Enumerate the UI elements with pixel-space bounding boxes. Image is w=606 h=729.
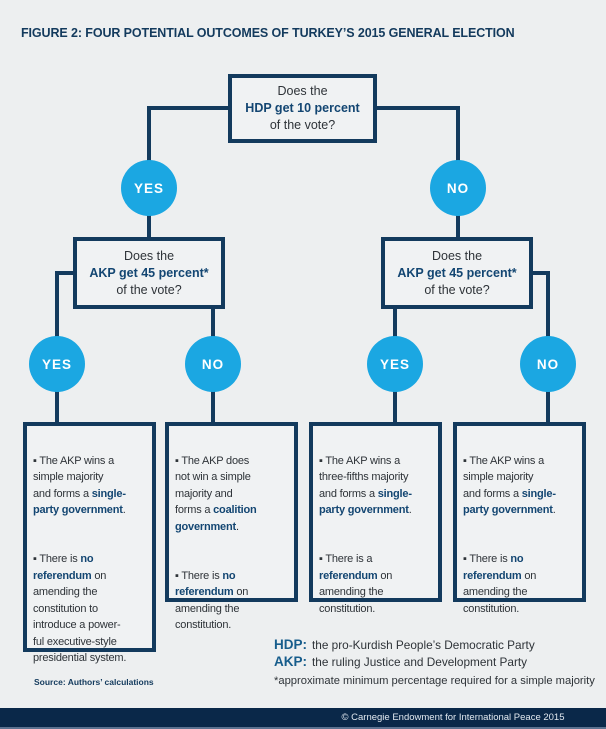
- question-line: of the vote?: [269, 118, 336, 132]
- connector-outcome-4: [546, 389, 550, 425]
- outcome-box-2: ▪ The AKP does not win a simple majority…: [165, 422, 298, 631]
- outcome-bullet: ▪ There is no referendum on amending the…: [33, 553, 127, 664]
- legend-row-akp: AKP: the ruling Justice and Development P…: [274, 653, 527, 671]
- source-note: Source: Authors’ calculations: [34, 677, 154, 687]
- question-line: of the vote?: [424, 282, 490, 297]
- question-box-akp-right: Does the AKP get 45 percent* of the vote…: [381, 237, 533, 309]
- outcome-bullet: ▪ The AKP wins a three-fifths majority a…: [319, 454, 412, 517]
- legend-row-hdp: HDP: the pro-Kurdish People’s Democratic …: [274, 636, 535, 654]
- outcome-bullet: ▪ There is no referendum on amending the…: [463, 553, 537, 615]
- question-box-akp-left: Does the AKP get 45 percent* of the vote…: [73, 237, 225, 309]
- legend-text-hdp: the pro-Kurdish People’s Democratic Part…: [312, 638, 535, 652]
- connector-left-yes-h: [55, 271, 77, 275]
- question-line: Does the: [123, 248, 175, 263]
- footer-accent-strip: [0, 727, 606, 729]
- outcome-bullet: ▪ There is no referendum on amending the…: [175, 569, 249, 632]
- question-line-bold: AKP get 45 percent*: [89, 265, 209, 280]
- outcome-bullet: ▪ There is a referendum on amending the …: [319, 553, 393, 615]
- connector-outcome-3: [393, 389, 397, 425]
- question-line-bold: AKP get 45 percent*: [397, 265, 517, 280]
- branch-circle-yes-left: YES: [121, 160, 177, 216]
- connector-right-no-v: [546, 271, 550, 339]
- connector-top-left-v: [147, 106, 151, 164]
- outcome-box-4: ▪ The AKP wins a simple majority and for…: [453, 422, 586, 615]
- legend-label-hdp: HDP:: [274, 637, 307, 652]
- legend-text-akp: the ruling Justice and Development Party: [312, 655, 528, 669]
- branch-circle-yes-1: YES: [29, 336, 85, 392]
- connector-left-yes-v: [55, 271, 59, 339]
- question-line: of the vote?: [116, 282, 182, 297]
- connector-outcome-2: [211, 389, 215, 425]
- connector-outcome-1: [55, 389, 59, 425]
- branch-circle-no-2: NO: [520, 336, 576, 392]
- outcome-box-3: ▪ The AKP wins a three-fifths majority a…: [309, 422, 442, 615]
- asterisk-footnote: *approximate minimum percentage required…: [274, 675, 595, 687]
- question-box-hdp: Does the HDP get 10 percent of the vote?: [228, 74, 377, 143]
- connector-top-left-h: [147, 106, 228, 110]
- branch-circle-no-right: NO: [430, 160, 486, 216]
- outcome-bullet: ▪ The AKP wins a simple majority and for…: [33, 454, 126, 517]
- footer-text: © Carnegie Endowment for International P…: [341, 712, 565, 723]
- connector-yes1-to-box: [147, 212, 151, 240]
- question-line: Does the: [277, 84, 328, 98]
- outcome-bullet: ▪ The AKP wins a simple majority and for…: [463, 454, 556, 517]
- connector-right-no-h: [529, 271, 550, 275]
- branch-circle-yes-2: YES: [367, 336, 423, 392]
- branch-circle-no-1: NO: [185, 336, 241, 392]
- question-line-bold: HDP get 10 percent: [245, 101, 360, 115]
- legend-label-akp: AKP:: [274, 654, 307, 669]
- connector-left-no-v: [211, 305, 215, 339]
- figure-title: FIGURE 2: FOUR POTENTIAL OUTCOMES OF TUR…: [21, 26, 515, 40]
- connector-top-right-h: [377, 106, 460, 110]
- connector-right-yes-v: [393, 305, 397, 339]
- question-line: Does the: [431, 248, 483, 263]
- connector-no1-to-box: [456, 212, 460, 240]
- outcome-bullet: ▪ The AKP does not win a simple majority…: [175, 454, 257, 533]
- connector-top-right-v: [456, 106, 460, 164]
- footer-bar: © Carnegie Endowment for International P…: [0, 708, 606, 727]
- outcome-box-1: ▪ The AKP wins a simple majority and for…: [23, 422, 156, 664]
